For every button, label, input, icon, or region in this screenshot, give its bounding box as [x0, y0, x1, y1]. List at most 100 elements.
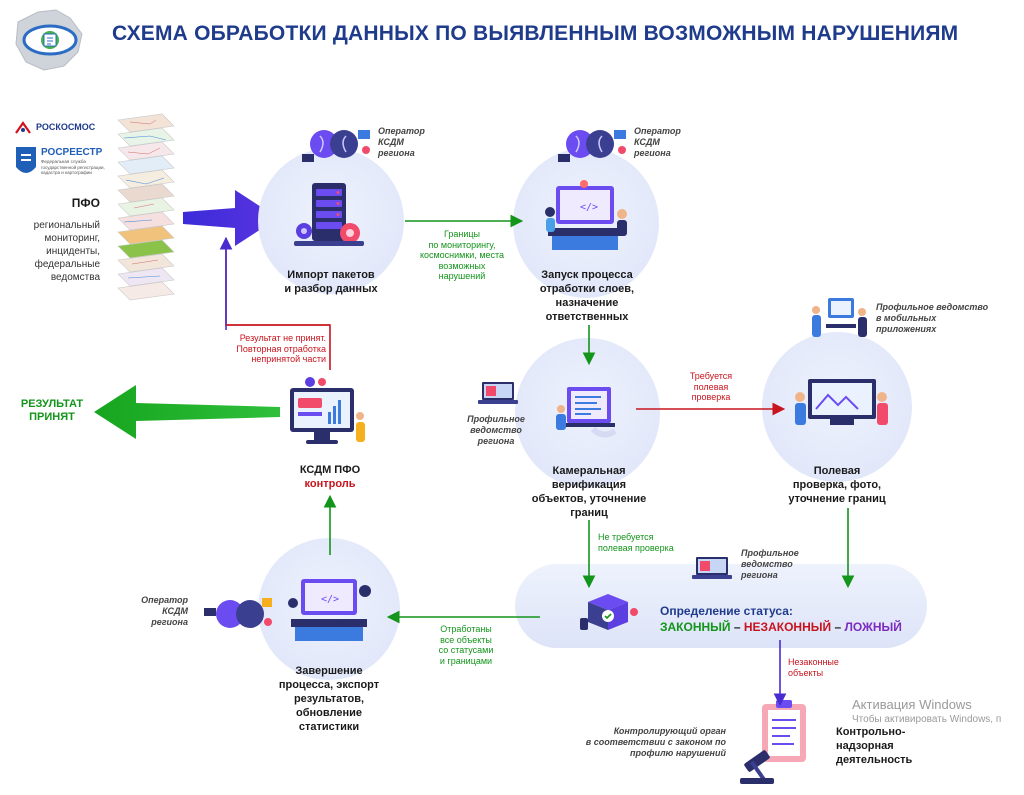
note-line: Оператор [634, 126, 681, 136]
server-icon [290, 175, 370, 255]
status-separator: – [831, 620, 845, 634]
edge-line: Границы [444, 229, 480, 239]
verification-icon [553, 383, 623, 445]
sources-heading: ПФО [71, 196, 100, 210]
note-line: Профильное ведомство [876, 302, 989, 312]
operator-note: Оператор КСДМ региона [634, 126, 704, 159]
svg-text:</>: </> [321, 594, 339, 605]
label-line: границ [570, 507, 608, 519]
edge-line: космоснимки, места [419, 250, 505, 260]
label-line: КСДМ ПФО [299, 464, 361, 476]
watermark-title: Активация Windows [852, 697, 972, 712]
department-note: Профильное ведомство в мобильных приложе… [876, 302, 1016, 335]
note-line: в мобильных [876, 313, 937, 323]
finish-workspace-icon: </> [285, 573, 373, 651]
edge-line: нарушений [438, 271, 486, 281]
operator-note: Оператор КСДМ региона [128, 595, 188, 628]
operator-brain-icon [556, 124, 630, 164]
note-line: в соответствии с законом по [585, 737, 726, 747]
control-node-label: КСДМ ПФО контроль [270, 463, 390, 491]
roscosmos-label: РОСКОСМОС [36, 122, 96, 132]
note-line: Оператор [378, 126, 425, 136]
rosreestr-subtitle: Федеральная служба государственной регис… [41, 159, 105, 175]
edge-line: возможных [438, 260, 486, 271]
region-logo [8, 4, 88, 74]
edge-label-done-all: Отработаны все объекты со статусами и гр… [432, 624, 500, 666]
label-line: процесса, экспорт [278, 679, 380, 691]
note-line: КСДМ [634, 137, 660, 147]
label-line: контроль [304, 478, 356, 490]
label-line: проверка, фото, [792, 479, 882, 491]
roscosmos-logo: РОСКОСМОС [14, 120, 104, 136]
edge-label-field-not-needed: Не требуется полевая проверка [598, 532, 694, 553]
rosreestr-logo: РОСРЕЕСТР Федеральная служба государстве… [14, 145, 106, 181]
label-line: верификация [551, 479, 627, 491]
note-line: КСДМ [162, 606, 188, 616]
field-node-label: Полевая проверка, фото, уточнение границ [770, 464, 904, 506]
launch-node-label: Запуск процесса отработки слоев, назначе… [518, 268, 656, 324]
sources-list: региональный мониторинг, инциденты, феде… [10, 219, 100, 284]
note-line: Профильное [741, 548, 799, 558]
status-separator: – [730, 620, 744, 634]
label-line: Запуск процесса [541, 269, 633, 281]
status-heading: Определение статуса: [660, 604, 793, 618]
svg-text:</>: </> [580, 202, 598, 213]
windows-activation-watermark: Активация Windows Чтобы активировать Win… [852, 697, 1024, 726]
note-line: профилю нарушений [630, 748, 726, 758]
edge-label-field-needed: Требуется полевая проверка [680, 371, 742, 403]
note-line: Контролирующий орган [613, 726, 726, 736]
edge-line: по мониторингу, [428, 239, 496, 250]
edge-line: Результат не принят. [239, 333, 326, 343]
sources-line: федеральные [34, 259, 100, 270]
edge-label-rejected: Результат не принят. Повторная отработка… [222, 333, 326, 365]
label-line: Импорт пакетов [287, 269, 375, 281]
note-line: ведомство [470, 425, 522, 435]
map-layer [117, 113, 175, 301]
supervision-node-label: Контрольно- надзорная деятельность [836, 725, 936, 767]
rosreestr-label: РОСРЕЕСТР [41, 147, 103, 158]
camera-node-label: Камеральная верификация объектов, уточне… [516, 464, 662, 520]
edge-line: Отработаны [440, 624, 492, 634]
result-arrow [94, 385, 280, 439]
edge-line: Не требуется [598, 532, 654, 542]
operator-brain-icon [300, 124, 374, 164]
field-inspection-icon [790, 373, 890, 435]
label-line: обновление [296, 707, 362, 719]
label-line: Полевая [813, 465, 861, 477]
status-illegal: НЕЗАКОННЫЙ [743, 620, 832, 634]
sources-line: региональный [33, 220, 100, 231]
edge-line: со статусами [438, 645, 494, 655]
note-line: региона [741, 570, 778, 580]
laptop-icon [478, 380, 518, 406]
note-line: региона [151, 617, 188, 627]
label-line: Камеральная [552, 465, 626, 477]
operator-brain-icon [200, 594, 274, 634]
gavel-icon [740, 700, 820, 786]
note-line: Оператор [141, 595, 188, 605]
finish-node-label: Завершение процесса, экспорт результатов… [262, 664, 396, 734]
input-arrow [183, 190, 278, 246]
edge-line: и границами [439, 655, 493, 666]
note-line: Профильное [467, 414, 525, 424]
sources-line: ведомства [50, 272, 100, 283]
map-layers-stack [110, 112, 180, 302]
control-body-note: Контролирующий орган в соответствии с за… [546, 726, 726, 759]
sources-line: инциденты, [46, 246, 100, 257]
result-line: РЕЗУЛЬТАТ [20, 398, 84, 410]
note-line: КСДМ [378, 137, 404, 147]
workspace-icon: </> [540, 180, 630, 258]
label-line: ответственных [545, 311, 629, 323]
mobile-team-icon [806, 294, 872, 346]
label-line: надзорная [836, 740, 894, 752]
status-label: Определение статуса: ЗАКОННЫЙ – НЕЗАКОНН… [660, 603, 920, 635]
label-line: отработки слоев, [539, 283, 635, 295]
edge-line: проверка [691, 392, 731, 402]
label-line: и разбор данных [284, 283, 378, 295]
watermark-subtitle: Чтобы активировать Windows, п [852, 714, 1002, 725]
edge-line: полевая [693, 381, 729, 392]
note-line: региона [477, 436, 515, 446]
operator-note: Оператор КСДМ региона [378, 126, 448, 159]
edge-line: объекты [788, 667, 824, 678]
label-line: Контрольно- [836, 726, 906, 738]
sources-line: мониторинг, [44, 233, 100, 244]
